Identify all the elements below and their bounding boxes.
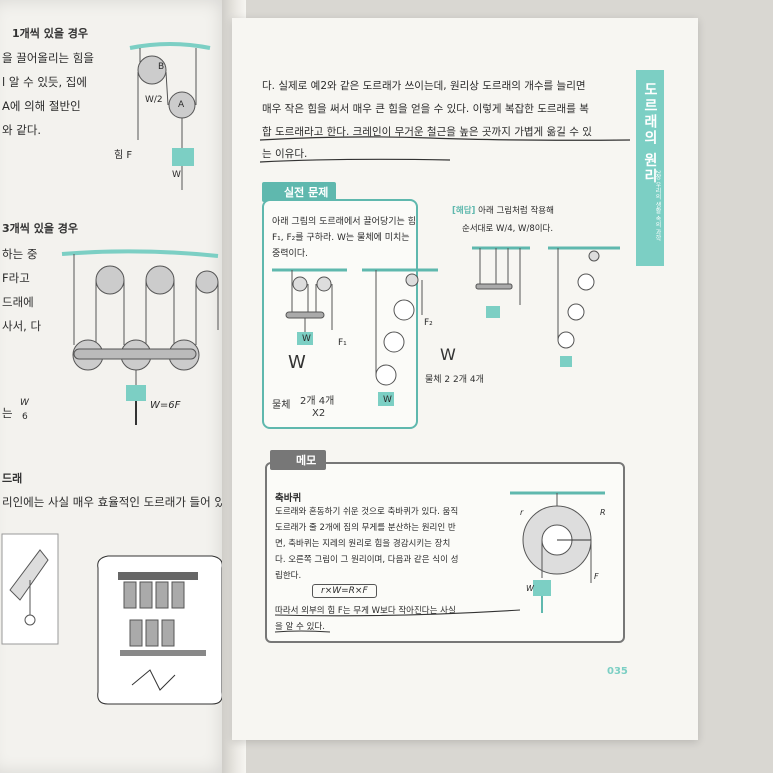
intro-line: 합 도르래라고 한다. 크레인이 무거운 철근을 높은 곳까지 가볍게 옮길 수… bbox=[262, 126, 592, 138]
fraction-denominator: 6 bbox=[22, 412, 28, 422]
left-text-line: 와 같다. bbox=[2, 123, 42, 137]
memo-formula: r×W=R×F bbox=[312, 584, 377, 598]
section-label: 드래 bbox=[2, 472, 23, 485]
label-f: F bbox=[594, 572, 599, 581]
memo-line: 따라서 외부의 힘 F는 무게 W보다 작아진다는 사실 bbox=[275, 606, 456, 616]
answer-text: [해답] 아래 그림처럼 작용해 bbox=[452, 204, 554, 216]
label-w: W bbox=[526, 584, 534, 593]
handwriting: W bbox=[288, 352, 306, 373]
label-f2: F₂ bbox=[424, 318, 433, 328]
handwriting: 물체 bbox=[272, 400, 291, 411]
label-r: r bbox=[520, 508, 524, 517]
memo-line: 다. 오른쪽 그림이 그 원리이며, 다음과 같은 식이 성 bbox=[275, 555, 459, 565]
memo-line: 립한다. bbox=[275, 571, 302, 581]
left-text-line: 을 끌어올리는 힘을 bbox=[2, 51, 94, 65]
chapter-subtitle: 2장 우리의 생활 속의 과학 bbox=[654, 170, 661, 242]
intro-line: 는 이유다. bbox=[262, 148, 308, 160]
left-text-line: l 알 수 있듯, 집에 bbox=[2, 75, 87, 89]
handwriting: 물체 2 2개 4개 bbox=[425, 375, 484, 385]
force-label: 힘 F bbox=[114, 150, 133, 161]
practice-text: 중력이다. bbox=[272, 249, 308, 259]
label-w-half: W/2 bbox=[145, 95, 163, 105]
heading-one-each: 1개씩 있을 경우 bbox=[12, 27, 89, 40]
answer-desc: 아래 그림처럼 작용해 bbox=[478, 206, 554, 216]
pulley-diagram-triple bbox=[61, 249, 219, 425]
label-R: R bbox=[600, 508, 606, 517]
chapter-title: 도르래의 원리 bbox=[642, 82, 658, 185]
pulley-diagram-single bbox=[129, 42, 211, 190]
intro-line: 다. 실제로 예2와 같은 도르래가 쓰이는데, 원리상 도르래의 개수를 늘리… bbox=[262, 80, 586, 92]
eq-tail: 는 bbox=[2, 406, 13, 420]
left-page: 1개씩 있을 경우 을 끌어올리는 힘을 l 알 수 있듯, 집에 A에 의해 … bbox=[0, 0, 232, 773]
wheel-axle-diagram bbox=[510, 491, 605, 613]
left-text-line: A에 의해 절반인 bbox=[2, 99, 81, 113]
answer-pulley-diagrams bbox=[472, 246, 620, 367]
handwriting: W bbox=[440, 345, 456, 364]
page-number: 035 bbox=[607, 666, 628, 677]
memo-line: 도르래가 줄 2개에 짐의 무게를 분산하는 원리인 반 bbox=[275, 523, 456, 533]
chapter-tab bbox=[636, 70, 664, 266]
memo-underline bbox=[274, 609, 521, 633]
handwriting: X2 bbox=[312, 408, 326, 419]
left-text-line: F라고 bbox=[2, 271, 30, 285]
memo-badge: 메모 bbox=[270, 450, 327, 470]
memo-line: 을 알 수 있다. bbox=[275, 622, 325, 632]
w-equals-6f: W=6F bbox=[150, 400, 181, 411]
label-w: W bbox=[302, 334, 311, 344]
answer-label: [해답] bbox=[452, 206, 476, 216]
label-w: W bbox=[383, 395, 392, 405]
practice-pulley-diagrams bbox=[272, 268, 438, 406]
label-b: B bbox=[158, 62, 165, 72]
pen-underline bbox=[259, 136, 631, 163]
memo-line: 도르래와 혼동하기 쉬운 것으로 축바퀴가 있다. 움직 bbox=[275, 507, 459, 517]
left-text-line: 하는 중 bbox=[2, 247, 38, 261]
left-text-line: 사서, 다 bbox=[2, 319, 42, 333]
label-f1: F₁ bbox=[338, 338, 347, 348]
practice-text: 아래 그림의 도르래에서 끌어당기는 힘 bbox=[272, 217, 416, 227]
practice-text: F₁, F₂를 구하라. W는 물체에 미치는 bbox=[272, 233, 410, 243]
crane-illustration bbox=[1, 533, 223, 705]
practice-badge: 실전 문제 bbox=[262, 182, 337, 202]
fraction-numerator: W bbox=[20, 398, 29, 408]
handwriting: 2개 4개 bbox=[300, 396, 335, 407]
left-text-line: 리인에는 사실 매우 효율적인 도르래가 들어 있 bbox=[2, 495, 225, 509]
memo-heading: 축바퀴 bbox=[275, 493, 302, 504]
answer-line2: 순서대로 W/4, W/8이다. bbox=[462, 224, 554, 234]
left-text-line: 드래에 bbox=[2, 295, 34, 309]
label-w: W bbox=[172, 170, 181, 180]
heading-three-each: 3개씩 있을 경우 bbox=[2, 222, 79, 235]
label-a: A bbox=[178, 100, 185, 110]
memo-line: 면, 축바퀴는 지레의 원리로 힘을 경감시키는 장치 bbox=[275, 539, 451, 549]
intro-line: 매우 작은 힘을 써서 매우 큰 힘을 얻을 수 있다. 이렇게 복잡한 도르래… bbox=[262, 103, 589, 115]
